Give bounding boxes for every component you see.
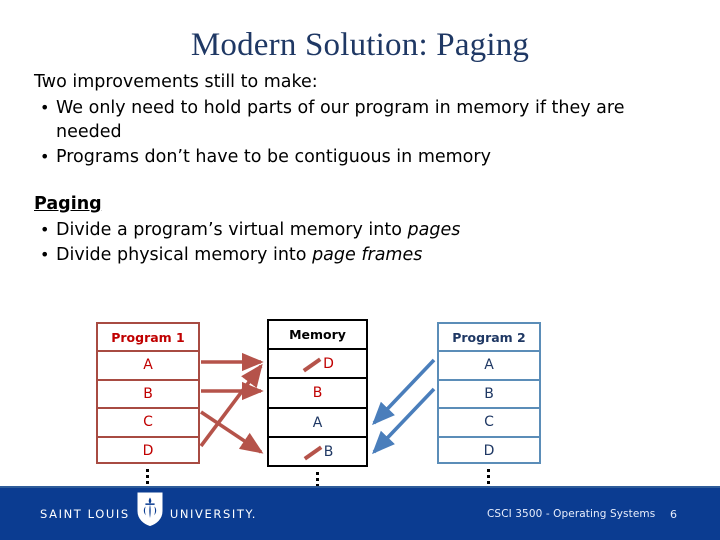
footer-bar <box>0 488 720 540</box>
program1-row-b: B <box>98 381 198 410</box>
memory-table: Memory D B A B <box>267 319 368 467</box>
slide-body: Two improvements still to make: • We onl… <box>34 70 674 268</box>
paging-diagram: Program 1 A B C D Memory D B A B Program… <box>0 312 720 490</box>
program2-row-d: D <box>483 442 495 459</box>
memory-row-2: B <box>269 379 366 409</box>
logo-text-right: UNIVERSITY. <box>169 507 258 521</box>
program2-row-c: C <box>439 409 539 438</box>
memory-row-1-label: D <box>323 356 334 373</box>
program1-row-a: A <box>98 352 198 381</box>
program1-table: Program 1 A B C D <box>96 322 200 464</box>
memory-row-1: D <box>269 350 366 380</box>
bullet-item-2: • Programs don’t have to be contiguous i… <box>34 145 674 169</box>
program1-row-c: C <box>98 409 198 438</box>
memory-row-3-label: A <box>312 414 323 431</box>
bullet-item-1: • We only need to hold parts of our prog… <box>34 96 674 144</box>
memory-ellipsis-icon <box>316 472 320 490</box>
bullet-item-2-text: Programs don’t have to be contiguous in … <box>56 147 491 167</box>
section-bullet-1-text: Divide a program’s virtual memory into p… <box>56 218 674 242</box>
section-bullet-2: • Divide physical memory into page frame… <box>34 243 674 267</box>
spacer <box>34 170 674 192</box>
bullet-marker-icon: • <box>40 147 50 166</box>
logo-text-left: SAINT LOUIS <box>40 507 130 521</box>
section-bullet-2-prefix: Divide physical memory into <box>56 245 313 265</box>
bullet-item-1-text: We only need to hold parts of our progra… <box>56 98 625 142</box>
lead-line: Two improvements still to make: <box>34 72 318 92</box>
arrow-p1-d-to-mem1 <box>199 363 263 448</box>
memory-row-4-label: B <box>323 443 334 460</box>
arrow-p1-c-to-mem4 <box>200 410 264 454</box>
section-heading: Paging <box>34 194 102 214</box>
arrow-p2-b-to-mem4 <box>372 387 436 455</box>
page-title: Modern Solution: Paging <box>190 27 530 63</box>
section-bullet-1-prefix: Divide a program’s virtual memory into <box>56 220 408 240</box>
section-bullet-1-emphasis: pages <box>407 220 461 240</box>
program1-row-d: D <box>142 442 154 459</box>
program1-ellipsis-icon <box>146 469 150 487</box>
program2-row-b: B <box>439 381 539 410</box>
bullet-marker-icon: • <box>40 98 50 117</box>
footer-divider <box>0 486 720 488</box>
memory-header: Memory <box>269 321 366 351</box>
bullet-marker-icon: • <box>40 245 50 264</box>
memory-row-2-label: B <box>312 385 323 402</box>
bullet-marker-icon: • <box>40 220 50 239</box>
arrow-p2-a-to-mem3 <box>372 358 436 426</box>
crossout-slash-icon <box>302 445 322 459</box>
footer-page-number: 6 <box>670 508 677 521</box>
section-bullet-2-emphasis: page frames <box>312 245 423 265</box>
program2-table: Program 2 A B C D <box>437 322 541 464</box>
slu-logo: SAINT LOUIS UNIVERSITY. <box>40 492 258 528</box>
program2-ellipsis-icon <box>487 469 491 487</box>
program1-header: Program 1 <box>98 324 198 353</box>
memory-row-3: A <box>269 409 366 438</box>
program2-row-a: A <box>439 352 539 381</box>
footer-course-label: CSCI 3500 - Operating Systems <box>487 508 656 520</box>
program2-header: Program 2 <box>439 324 539 353</box>
crossout-slash-icon <box>301 357 321 371</box>
memory-row-4: B <box>269 438 366 467</box>
section-bullet-1: • Divide a program’s virtual memory into… <box>34 218 674 242</box>
section-bullet-2-text: Divide physical memory into page frames <box>56 243 674 267</box>
shield-icon <box>137 492 163 530</box>
